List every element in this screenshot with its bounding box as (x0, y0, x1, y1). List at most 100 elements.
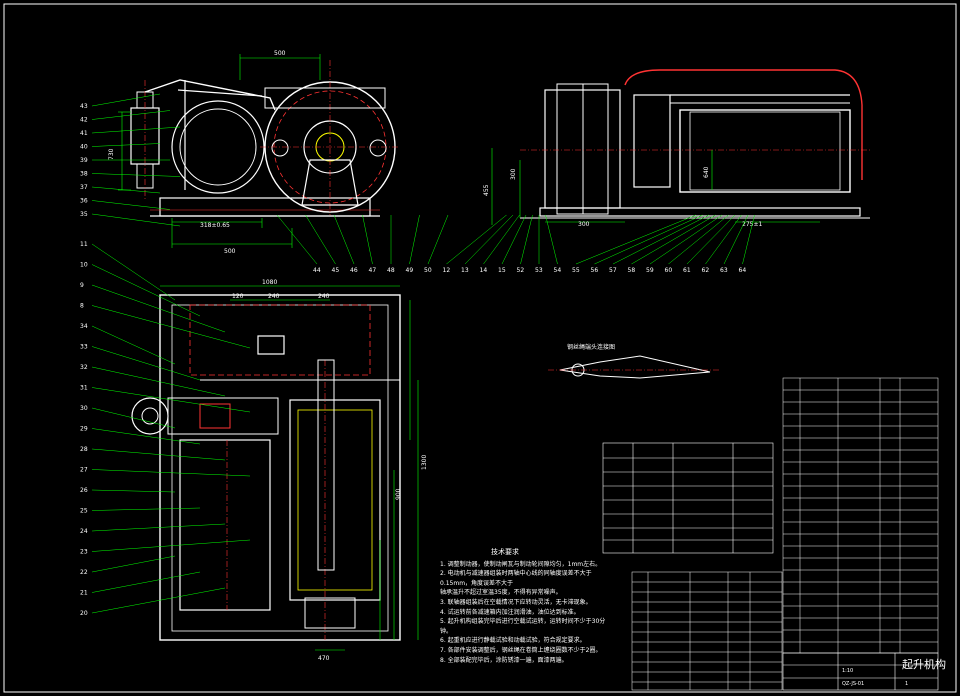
balloon-14: 14 (480, 267, 488, 274)
parameter-table (602, 442, 774, 554)
parts-list-table (782, 377, 939, 654)
leader-47 (362, 214, 373, 265)
leader-62 (705, 214, 742, 265)
leader-37 (91, 186, 161, 194)
leader-45 (305, 214, 336, 265)
balloon-59: 59 (646, 267, 654, 274)
balloon-50: 50 (424, 267, 432, 274)
balloon-47: 47 (369, 267, 377, 274)
leader-32 (91, 366, 226, 397)
balloon-48: 48 (387, 267, 395, 274)
balloon-8: 8 (80, 303, 84, 310)
balloon-31: 31 (80, 385, 88, 392)
leader-33 (91, 346, 201, 381)
balloon-63: 63 (720, 267, 728, 274)
leader-24 (91, 523, 226, 532)
dim-top-318: 318±0.65 (200, 222, 230, 229)
note-line: 轴承温升不超过室温35度，不得有异常噪声。 (440, 589, 562, 597)
drawing-number: QZ-JS-01 (842, 681, 865, 687)
leader-10 (91, 264, 201, 317)
balloon-41: 41 (80, 130, 88, 137)
balloon-64: 64 (739, 267, 747, 274)
balloon-10: 10 (80, 262, 88, 269)
balloon-34: 34 (80, 323, 88, 330)
balloon-60: 60 (665, 267, 673, 274)
side-view-dimensions (491, 148, 820, 225)
balloon-54: 54 (554, 267, 562, 274)
parts-list-table-lower (631, 571, 783, 691)
leader-50 (427, 214, 449, 265)
note-line: 8. 全部装配完毕后，涂防锈漆一遍，面漆两遍。 (440, 656, 568, 664)
note-line: 7. 各部件安装调整后，钢丝绳在卷筒上缠绕圈数不少于2圈。 (440, 646, 602, 654)
leader-13 (464, 214, 514, 265)
balloon-22: 22 (80, 569, 88, 576)
front-view (130, 60, 400, 217)
plan-view (131, 294, 401, 641)
technical-notes: 技术要求 1. 调整制动器，使制动闸瓦与制动轮间隙均匀，1mm左右。2. 电动机… (440, 548, 610, 665)
leader-42 (91, 110, 171, 120)
leader-21 (91, 571, 201, 593)
leader-34 (91, 325, 176, 365)
dim-plan-470: 470 (318, 655, 330, 662)
dim-top-730: 730 (108, 148, 115, 160)
balloon-36: 36 (80, 198, 88, 205)
dim-plan-120: 120 (232, 293, 244, 300)
leader-26 (91, 489, 176, 493)
balloon-25: 25 (80, 508, 88, 515)
balloon-11: 11 (80, 241, 88, 248)
balloon-28: 28 (80, 446, 88, 453)
leader-36 (91, 200, 171, 210)
plan-view-dimensions (160, 285, 419, 651)
balloon-56: 56 (591, 267, 599, 274)
leader-27 (91, 469, 251, 477)
balloon-32: 32 (80, 364, 88, 371)
leader-12 (446, 214, 507, 265)
balloon-20: 20 (80, 610, 88, 617)
leader-11 (91, 243, 176, 301)
leader-54 (545, 214, 558, 265)
dim-plan-240a: 240 (268, 293, 280, 300)
rope-end-detail (548, 355, 720, 379)
leader-57 (612, 214, 710, 265)
balloon-29: 29 (80, 426, 88, 433)
leader-20 (91, 587, 226, 614)
leader-28 (91, 448, 226, 461)
balloon-40: 40 (80, 144, 88, 151)
front-view-dimensions (118, 54, 321, 248)
balloon-35: 35 (80, 211, 88, 218)
leader-46 (333, 214, 355, 265)
leader-40 (91, 143, 161, 147)
notes-title: 技术要求 (491, 548, 519, 556)
balloon-26: 26 (80, 487, 88, 494)
note-line: 5. 起升机构组装完毕后进行空载试运转，运转时间不少于30分钟。 (440, 618, 606, 635)
balloon-39: 39 (80, 157, 88, 164)
leader-59 (649, 214, 723, 265)
leader-41 (91, 126, 181, 134)
dim-plan-900: 900 (395, 488, 402, 500)
balloon-23: 23 (80, 549, 88, 556)
balloon-13: 13 (461, 267, 469, 274)
balloon-33: 33 (80, 344, 88, 351)
dim-right-300b: 300 (578, 221, 590, 228)
drawing-title: 起升机构 (902, 658, 946, 671)
leader-35 (91, 213, 181, 227)
leader-55 (575, 214, 697, 265)
dim-right-640: 640 (703, 166, 710, 178)
leader-44 (276, 214, 318, 265)
balloon-42: 42 (80, 117, 88, 124)
dim-plan-1300: 1300 (421, 455, 428, 470)
leader-23 (91, 539, 251, 552)
leader-64 (742, 214, 755, 265)
balloon-61: 61 (683, 267, 691, 274)
balloon-55: 55 (572, 267, 580, 274)
note-line: 3. 联轴器组装后在空载情况下应转动灵活，无卡滞现象。 (440, 598, 592, 606)
balloon-21: 21 (80, 590, 88, 597)
leader-30 (91, 407, 176, 429)
dim-right-455: 455 (483, 184, 490, 196)
dim-top-500b: 500 (224, 248, 236, 255)
leader-60 (668, 214, 729, 265)
balloon-44: 44 (313, 267, 321, 274)
